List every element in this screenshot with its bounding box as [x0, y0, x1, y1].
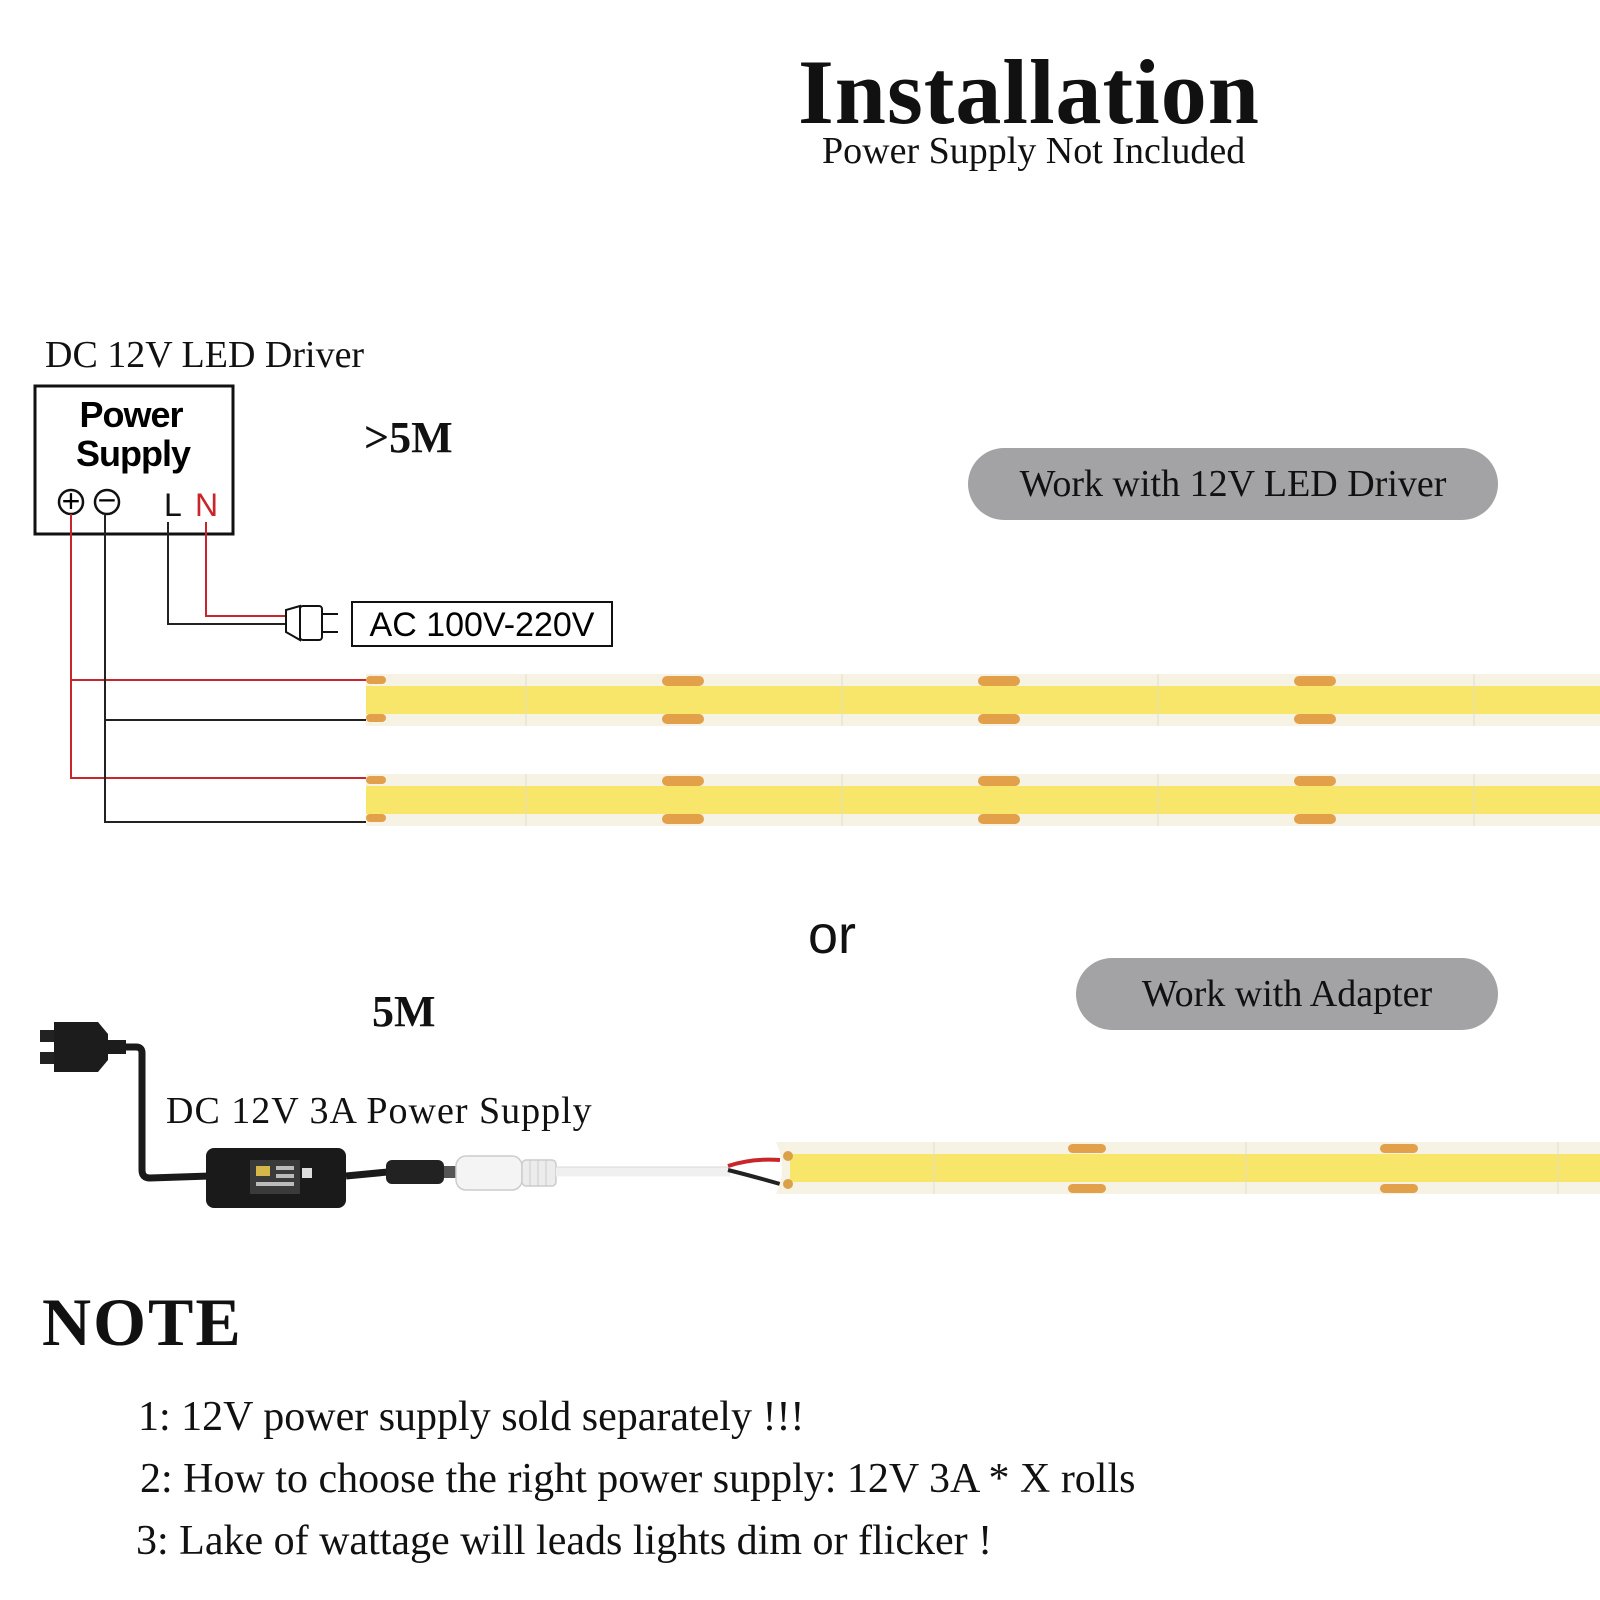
power-adapter-icon: [206, 1148, 346, 1208]
terminal-l-label: L: [164, 487, 182, 523]
note-item-2: 2: How to choose the right power supply:…: [140, 1456, 1136, 1502]
length-over-5m: >5M: [364, 413, 453, 462]
led-strip-3: [776, 1142, 1600, 1194]
minus-terminal-icon: [93, 488, 121, 516]
dc-plug-icon: [386, 1160, 458, 1184]
dc-female-connector-icon: [455, 1155, 557, 1191]
driver-label: DC 12V LED Driver: [45, 334, 365, 376]
wire-minus-black: [104, 514, 366, 823]
power-supply-box-line1: Power: [79, 394, 183, 435]
plus-terminal-label: +: [62, 483, 81, 519]
strip-pads: [366, 776, 1336, 824]
minus-terminal-label: −: [98, 482, 117, 518]
led-strip-2: [366, 774, 1600, 826]
ac-label: AC 100V-220V: [370, 606, 595, 644]
strip-pads: [366, 676, 1336, 724]
wire-l-black: [167, 522, 286, 625]
ac-label-box: [351, 601, 613, 647]
work-with-driver-badge: Work with 12V LED Driver: [968, 448, 1498, 520]
note-item-1: 1: 12V power supply sold separately !!!: [138, 1394, 805, 1440]
work-with-adapter-badge: Work with Adapter: [1076, 958, 1498, 1030]
length-5m: 5M: [372, 987, 436, 1036]
wire-plus-red: [70, 514, 366, 779]
dc-cable: [345, 1168, 389, 1180]
ac-plug-icon: [285, 604, 338, 642]
terminal-n-label: N: [195, 487, 218, 523]
page-title: Installation: [798, 41, 1260, 143]
page-subtitle: Power Supply Not Included: [822, 130, 1246, 172]
adapter-label: DC 12V 3A Power Supply: [166, 1090, 593, 1132]
ac-cord: [126, 1043, 211, 1182]
wall-plug-icon: [40, 1022, 126, 1072]
or-separator: or: [808, 905, 857, 965]
wire-n-red: [205, 522, 286, 617]
note-item-3: 3: Lake of wattage will leads lights dim…: [136, 1518, 993, 1564]
power-supply-box: [33, 384, 235, 536]
wire-leads: [727, 1157, 781, 1186]
note-title: NOTE: [42, 1284, 243, 1360]
led-strip-1: [366, 674, 1600, 726]
power-supply-box-line2: Supply: [76, 433, 191, 474]
